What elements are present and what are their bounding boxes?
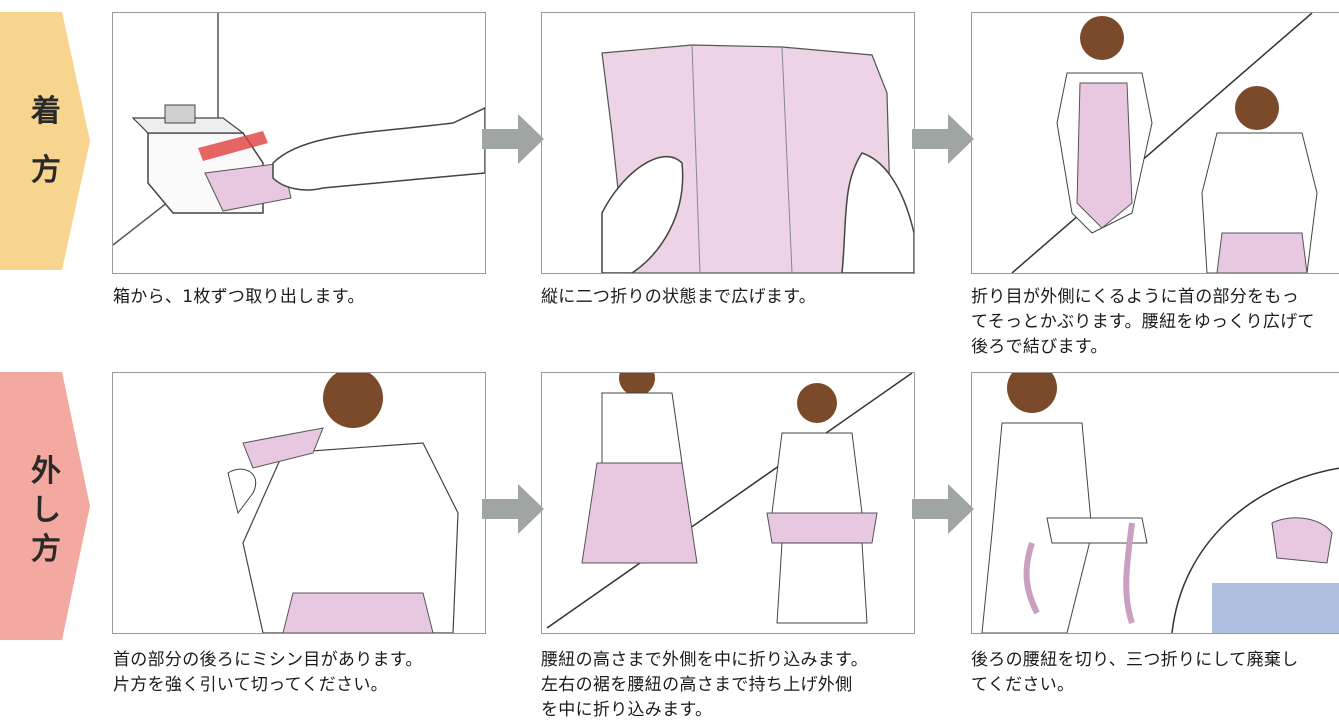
step-arrow-icon [482, 114, 544, 164]
wear-step-2-illustration [541, 12, 915, 274]
remove-step-3-illustration [971, 372, 1339, 634]
remove-step-1-caption: 首の部分の後ろにミシン目があります。 片方を強く引いて切ってください。 [113, 650, 423, 695]
step-arrow-icon [912, 114, 974, 164]
remove-step-3-caption: 後ろの腰紐を切り、三つ折りにして廃棄し てください。 [971, 650, 1299, 695]
wear-step-1-caption: 箱から、1枚ずつ取り出します。 [113, 287, 365, 307]
remove-step-1-illustration [112, 372, 486, 634]
wear-section-tab: 着 方 [0, 12, 92, 270]
wear-step-1-illustration [112, 12, 486, 274]
remove-section-label: 外 し 方 [31, 454, 61, 567]
step-arrow-icon [482, 484, 544, 534]
remove-step-2-caption: 腰紐の高さまで外側を中に折り込みます。 左右の裾を腰紐の高さまで持ち上げ外側 を… [541, 650, 868, 720]
wear-step-3-caption: 折り目が外側にくるように首の部分をもっ てそっとかぶります。腰紐をゆっくり広げて… [971, 287, 1315, 357]
remove-section-tab: 外 し 方 [0, 372, 92, 640]
wear-step-3-illustration [971, 12, 1339, 274]
wear-step-2-caption: 縦に二つ折りの状態まで広げます。 [541, 287, 817, 307]
step-arrow-icon [912, 484, 974, 534]
wear-section-label: 着 方 [31, 94, 61, 188]
remove-step-2-illustration [541, 372, 915, 634]
